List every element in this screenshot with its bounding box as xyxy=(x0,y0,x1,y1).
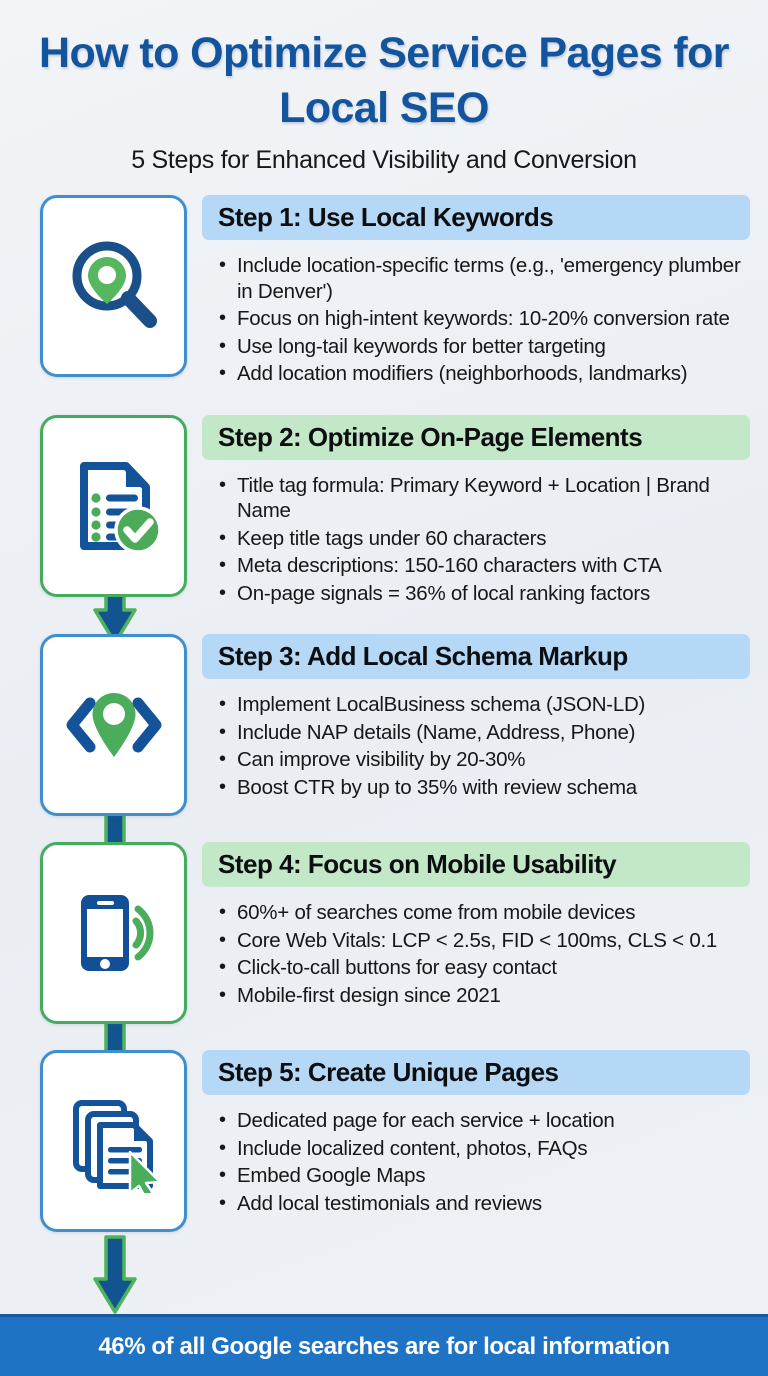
page-title: How to Optimize Service Pages for Local … xyxy=(39,29,729,132)
step-points-4: 60%+ of searches come from mobile device… xyxy=(202,900,750,1008)
list-item: Add location modifiers (neighborhoods, l… xyxy=(219,361,750,387)
footer-banner: 46% of all Google searches are for local… xyxy=(0,1314,768,1376)
step-heading-2: Step 2: Optimize On-Page Elements xyxy=(218,421,643,452)
list-item: Title tag formula: Primary Keyword + Loc… xyxy=(219,473,750,524)
step-item-4: Step 4: Focus on Mobile Usability 60%+ o… xyxy=(0,842,768,1024)
mobile-phone-signal-icon xyxy=(80,895,153,971)
step-heading-bar-3: Step 3: Add Local Schema Markup xyxy=(202,634,750,679)
list-item: Implement LocalBusiness schema (JSON-LD) xyxy=(219,692,750,718)
step-icon-card-5 xyxy=(40,1050,187,1232)
step-icon-card-4 xyxy=(40,842,187,1024)
step-heading-1: Step 1: Use Local Keywords xyxy=(218,202,554,232)
step-body-2: Step 2: Optimize On-Page Elements Title … xyxy=(187,414,750,609)
list-item: Use long-tail keywords for better target… xyxy=(219,334,750,360)
step-points-1: Include location-specific terms (e.g., '… xyxy=(202,253,750,387)
step-points-2: Title tag formula: Primary Keyword + Loc… xyxy=(202,473,750,607)
step-icon-card-1 xyxy=(40,195,187,377)
steps-list: Step 1: Use Local Keywords Include locat… xyxy=(0,195,768,1314)
page-subtitle: 5 Steps for Enhanced Visibility and Conv… xyxy=(131,146,637,174)
step-points-5: Dedicated page for each service + locati… xyxy=(202,1108,750,1216)
header: How to Optimize Service Pages for Local … xyxy=(0,0,768,175)
step-heading-bar-5: Step 5: Create Unique Pages xyxy=(202,1050,750,1095)
list-item: Embed Google Maps xyxy=(219,1163,750,1189)
list-item: On-page signals = 36% of local ranking f… xyxy=(219,581,750,607)
step-item-5: Step 5: Create Unique Pages Dedicated pa… xyxy=(0,1050,768,1232)
step-heading-bar-4: Step 4: Focus on Mobile Usability xyxy=(202,842,750,887)
step-heading-5: Step 5: Create Unique Pages xyxy=(218,1057,559,1087)
list-item: Can improve visibility by 20-30% xyxy=(219,747,750,773)
step-icon-card-3 xyxy=(40,634,187,816)
document-checklist-approved-icon xyxy=(79,461,162,554)
list-item: Add local testimonials and reviews xyxy=(219,1191,750,1217)
list-item: Mobile-first design since 2021 xyxy=(219,983,750,1009)
list-item: Include location-specific terms (e.g., '… xyxy=(219,253,750,304)
stacked-pages-cursor-icon xyxy=(72,1100,161,1193)
code-brackets-location-pin-icon xyxy=(66,693,161,757)
step-item-3: Step 3: Add Local Schema Markup Implemen… xyxy=(0,634,768,816)
step-heading-3: Step 3: Add Local Schema Markup xyxy=(218,641,628,671)
connector-arrow-4 xyxy=(93,1235,137,1315)
step-heading-bar-1: Step 1: Use Local Keywords xyxy=(202,195,750,240)
list-item: Focus on high-intent keywords: 10-20% co… xyxy=(219,306,750,332)
list-item: Meta descriptions: 150-160 characters wi… xyxy=(219,553,750,579)
list-item: Include localized content, photos, FAQs xyxy=(219,1136,750,1162)
step-icon-card-2 xyxy=(40,414,187,597)
footer-statistic: 46% of all Google searches are for local… xyxy=(98,1332,670,1360)
list-item: Boost CTR by up to 35% with review schem… xyxy=(219,775,750,801)
step-points-3: Implement LocalBusiness schema (JSON-LD)… xyxy=(202,692,750,800)
step-item-2: Step 2: Optimize On-Page Elements Title … xyxy=(0,414,768,609)
step-item-1: Step 1: Use Local Keywords Include locat… xyxy=(0,195,768,389)
step-body-5: Step 5: Create Unique Pages Dedicated pa… xyxy=(187,1050,750,1218)
step-body-1: Step 1: Use Local Keywords Include locat… xyxy=(187,195,750,389)
list-item: Include NAP details (Name, Address, Phon… xyxy=(219,720,750,746)
list-item: Core Web Vitals: LCP < 2.5s, FID < 100ms… xyxy=(219,928,750,954)
list-item: Dedicated page for each service + locati… xyxy=(219,1108,750,1134)
list-item: Keep title tags under 60 characters xyxy=(219,526,750,552)
step-body-3: Step 3: Add Local Schema Markup Implemen… xyxy=(187,634,750,802)
step-body-4: Step 4: Focus on Mobile Usability 60%+ o… xyxy=(187,842,750,1010)
list-item: 60%+ of searches come from mobile device… xyxy=(219,900,750,926)
step-heading-bar-2: Step 2: Optimize On-Page Elements xyxy=(202,414,750,460)
list-item: Click-to-call buttons for easy contact xyxy=(219,955,750,981)
step-heading-4: Step 4: Focus on Mobile Usability xyxy=(218,849,617,879)
magnifier-location-pin-icon xyxy=(72,241,157,328)
